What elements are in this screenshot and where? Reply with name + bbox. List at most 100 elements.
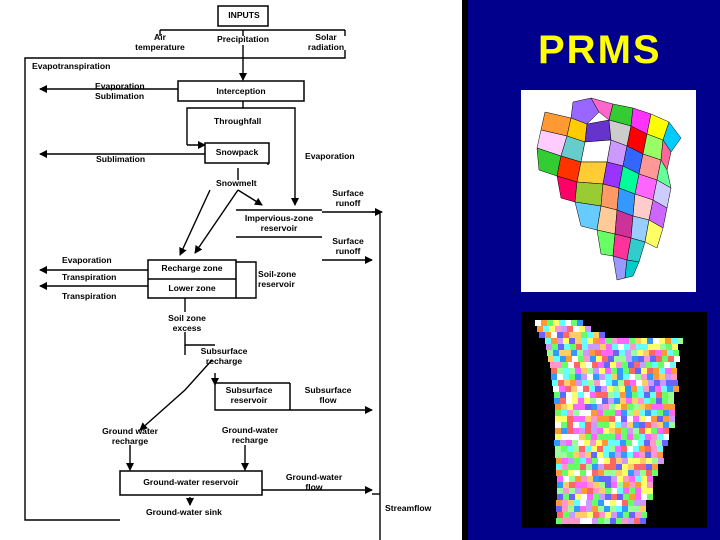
- grid-cell: [569, 332, 575, 338]
- grid-cell: [600, 344, 606, 350]
- grid-cell: [628, 470, 634, 476]
- grid-cell: [557, 494, 563, 500]
- grid-cell: [562, 470, 568, 476]
- grid-cell: [657, 416, 663, 422]
- grid-cell: [670, 362, 676, 368]
- grid-cell: [577, 320, 583, 326]
- grid-cell: [593, 512, 599, 518]
- grid-cell: [605, 368, 611, 374]
- grid-cell: [551, 338, 557, 344]
- grid-cell: [635, 488, 641, 494]
- grid-cell: [539, 332, 545, 338]
- grid-cell: [651, 446, 657, 452]
- grid-cell: [561, 434, 567, 440]
- grid-cell: [615, 446, 621, 452]
- grid-cell: [596, 398, 602, 404]
- grid-cell: [644, 392, 650, 398]
- grid-cell: [652, 470, 658, 476]
- grid-cell: [599, 368, 605, 374]
- snowpack-label: Snowpack: [215, 147, 259, 157]
- grid-cell: [569, 494, 575, 500]
- grid-cell: [634, 518, 640, 524]
- grid-cell: [547, 350, 553, 356]
- grid-cell: [657, 434, 663, 440]
- grid-cell: [573, 434, 579, 440]
- grid-cell: [549, 326, 555, 332]
- grid-cell: [561, 446, 567, 452]
- grid-cell: [563, 374, 569, 380]
- grid-cell: [617, 338, 623, 344]
- grid-cell: [629, 368, 635, 374]
- grid-cell: [645, 422, 651, 428]
- grid-cell: [567, 434, 573, 440]
- grid-cell: [583, 386, 589, 392]
- grid-cell: [553, 320, 559, 326]
- grid-cell: [567, 410, 573, 416]
- grid-cell: [639, 452, 645, 458]
- grid-cell: [616, 500, 622, 506]
- grid-cell: [563, 482, 569, 488]
- grid-cell: [621, 446, 627, 452]
- evapotranspiration-label: Evapotranspiration: [32, 61, 111, 71]
- subsurface-reservoir-label: Subsurface reservoir: [225, 385, 273, 405]
- grid-cell: [567, 326, 573, 332]
- grid-cell: [557, 488, 563, 494]
- grid-cell: [602, 356, 608, 362]
- grid-cell: [612, 344, 618, 350]
- grid-cell: [612, 380, 618, 386]
- grid-cell: [651, 410, 657, 416]
- grid-cell: [626, 440, 632, 446]
- recharge-zone-label: Recharge zone: [161, 263, 223, 273]
- grid-cell: [645, 446, 651, 452]
- grid-cell: [627, 404, 633, 410]
- grid-cell: [665, 368, 671, 374]
- grid-cell: [586, 362, 592, 368]
- grid-cell: [627, 452, 633, 458]
- grid-cell: [627, 428, 633, 434]
- grid-cell: [575, 494, 581, 500]
- ground-water-sink-label: Ground-water sink: [146, 507, 222, 517]
- grid-cell: [591, 416, 597, 422]
- grid-cell: [590, 398, 596, 404]
- subsurface-flow-label: Subsurface flow: [304, 385, 352, 405]
- grid-cell: [565, 350, 571, 356]
- grid-cell: [654, 380, 660, 386]
- grid-cell: [579, 410, 585, 416]
- grid-cell: [557, 482, 563, 488]
- grid-cell: [579, 428, 585, 434]
- grid-cell: [671, 338, 677, 344]
- grid-cell: [563, 476, 569, 482]
- grid-cell: [605, 512, 611, 518]
- grid-cell: [635, 374, 641, 380]
- ground-water-recharge-label-mid: Ground-water recharge: [221, 425, 279, 445]
- grid-cell: [623, 512, 629, 518]
- soil-zone-reservoir-label: Soil-zone reservoir: [258, 269, 297, 289]
- grid-cell: [662, 398, 668, 404]
- grid-cell: [585, 452, 591, 458]
- grid-cell: [669, 410, 675, 416]
- grid-cell: [580, 464, 586, 470]
- grid-cell: [613, 350, 619, 356]
- grid-cell: [661, 386, 667, 392]
- grid-cell: [585, 326, 591, 332]
- grid-cell: [554, 356, 560, 362]
- grid-cell: [611, 512, 617, 518]
- grid-cell: [628, 362, 634, 368]
- grid-cell: [593, 476, 599, 482]
- grid-cell: [651, 416, 657, 422]
- grid-cell: [641, 374, 647, 380]
- grid-cell: [636, 380, 642, 386]
- grid-cell: [668, 398, 674, 404]
- grid-cell: [592, 470, 598, 476]
- grid-cell: [621, 422, 627, 428]
- grid-cell: [647, 488, 653, 494]
- grid-cell: [599, 494, 605, 500]
- grid-cell: [593, 482, 599, 488]
- grid-cell: [639, 434, 645, 440]
- grid-cell: [621, 416, 627, 422]
- grid-cell: [569, 482, 575, 488]
- grid-cell: [634, 500, 640, 506]
- grid-cell: [615, 416, 621, 422]
- grid-cell: [673, 386, 679, 392]
- grid-cell: [641, 476, 647, 482]
